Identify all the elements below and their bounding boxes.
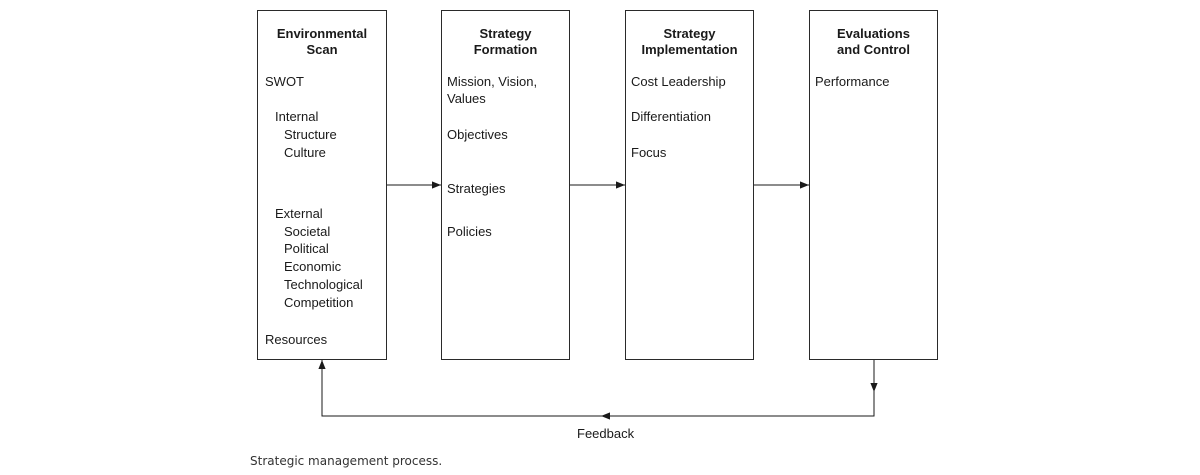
feedback-label: Feedback [577,426,635,441]
title-line-1: Strategy [663,26,716,41]
policies-label: Policies [447,224,492,239]
mission-vision-values-label: Mission, Vision, Values [447,74,538,106]
environmental-scan-box: Environmental Scan SWOT Internal Structu… [257,10,387,360]
title-line-2: and Control [837,42,910,57]
strategy-formation-title: Strategy Formation [442,26,569,58]
competition-label: Competition [284,295,354,310]
strategy-implementation-title: Strategy Implementation [626,26,753,58]
feedback-line [321,392,875,417]
strategy-implementation-box: Strategy Implementation Cost Leadership … [625,10,754,360]
evaluations-control-box: Evaluations and Control Performance [809,10,938,360]
evaluations-control-title: Evaluations and Control [810,26,937,58]
figure-caption: Strategic management process. [250,454,443,468]
title-line-2: Formation [473,42,538,57]
swot-label: SWOT [265,74,304,89]
internal-label: Internal [275,109,319,124]
structure-label: Structure [284,127,337,142]
technological-label: Technological [284,277,363,292]
title-line-1: Strategy [479,26,532,41]
title-line-1: Environmental [276,26,368,41]
objectives-label: Objectives [447,127,508,142]
resources-label: Resources [265,332,328,347]
environmental-scan-title: Environmental Scan [258,26,386,58]
title-line-2: Scan [306,42,338,57]
societal-label: Societal [284,224,331,239]
economic-label: Economic [284,259,342,274]
strategy-formation-box: Strategy Formation Mission, Vision, Valu… [441,10,570,360]
political-label: Political [284,241,329,256]
strategies-label: Strategies [447,181,506,196]
cost-leadership-label: Cost Leadership [631,74,726,89]
external-label: External [275,206,323,221]
differentiation-label: Differentiation [631,109,711,124]
title-line-2: Implementation [641,42,738,57]
title-line-1: Evaluations [837,26,910,41]
culture-label: Culture [284,145,326,160]
focus-label: Focus [631,145,667,160]
performance-label: Performance [815,74,890,89]
